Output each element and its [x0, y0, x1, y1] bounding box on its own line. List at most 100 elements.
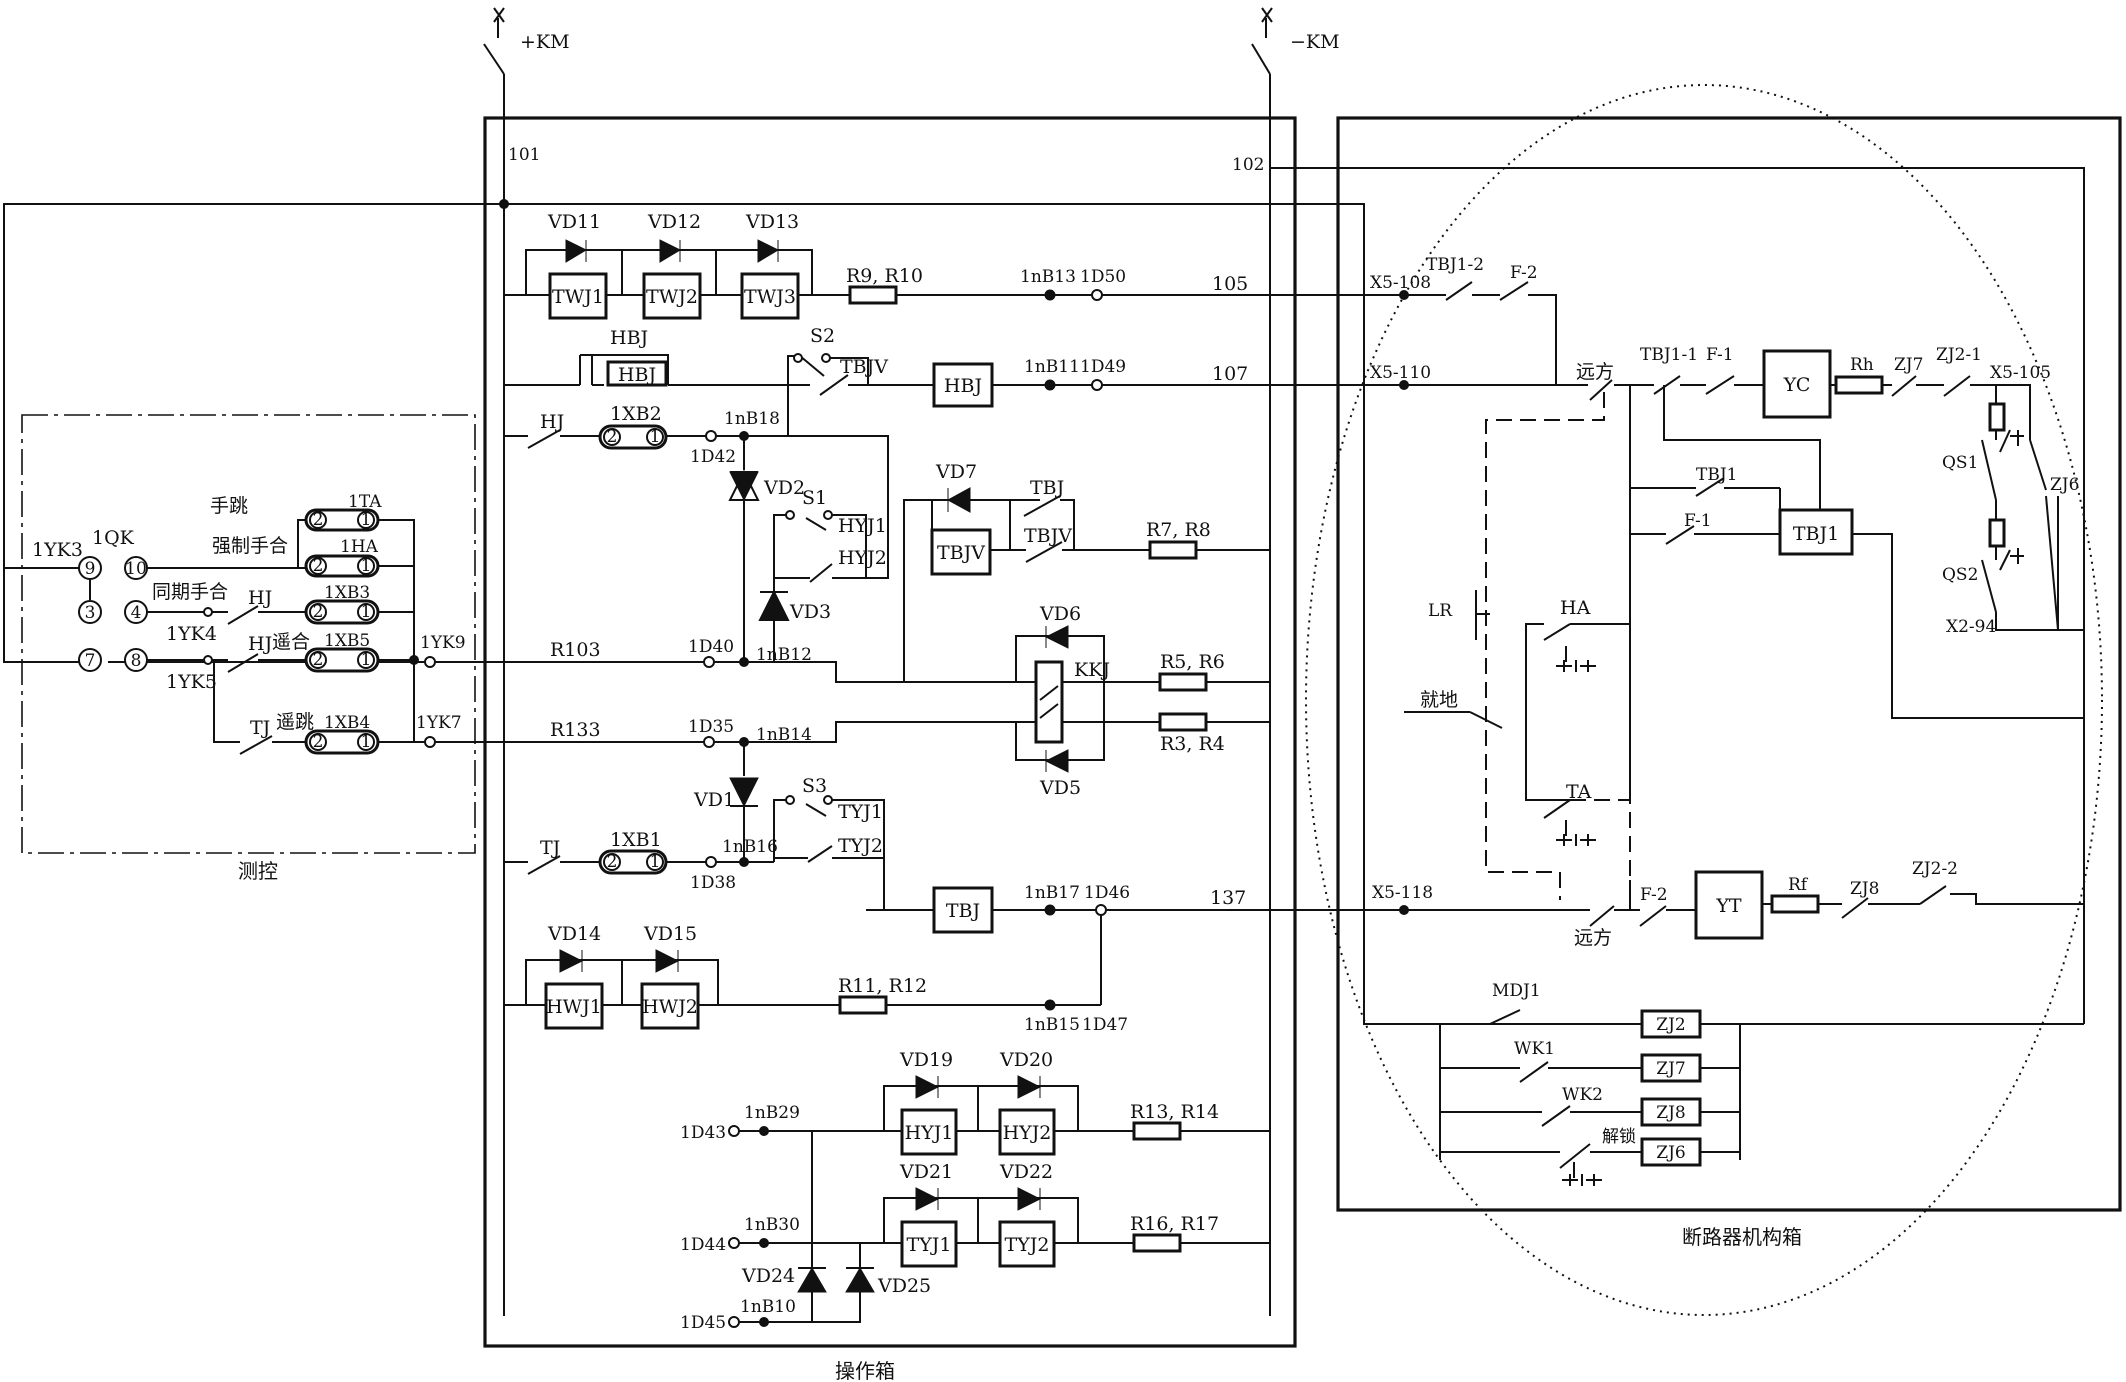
1nb16-label: 1nB16	[722, 837, 778, 857]
vd21-label: VD21	[899, 1161, 953, 1183]
ta-label: TA	[1566, 781, 1592, 803]
measure-panel-frame	[21, 414, 476, 854]
twj1-coil	[548, 272, 608, 320]
1yk5-label: 1YK5	[166, 671, 217, 693]
diode-vd14	[559, 949, 584, 973]
zj7-box-label: ZJ7	[1656, 1059, 1685, 1079]
tyj2-contact-label: TYJ2	[838, 835, 883, 857]
diode-vd11	[565, 239, 588, 263]
r5-r6-label: R5, R6	[1160, 651, 1225, 673]
svg-text:1: 1	[361, 602, 372, 622]
tyj1-box-label: TYJ1	[907, 1234, 952, 1256]
remote-trip-label: 遥跳	[276, 711, 314, 733]
tbj-contact-label: TBJ	[1030, 477, 1064, 499]
svg-text:8: 8	[131, 651, 142, 671]
terminal-1d50	[1091, 289, 1103, 301]
yc-label: YC	[1783, 374, 1811, 396]
terminal-1d42	[705, 430, 717, 442]
mechanism-dotted-ellipse	[1305, 84, 2103, 1316]
hbj-contact-label: HBJ	[610, 327, 648, 349]
r16-r17-label: R16, R17	[1130, 1213, 1219, 1235]
1nb10-label: 1nB10	[740, 1297, 796, 1317]
vd2-label: VD2	[763, 477, 805, 499]
resistor-r13-r14	[1132, 1121, 1182, 1141]
svg-text:1: 1	[361, 732, 372, 752]
zj8-box-label: ZJ8	[1656, 1103, 1685, 1123]
positive-bus-label: +KM	[520, 31, 570, 53]
r3-r4-label: R3, R4	[1160, 733, 1225, 755]
1xb5-label: 1XB5	[324, 631, 370, 651]
vd13-label: VD13	[745, 211, 799, 233]
lr-label: LR	[1428, 601, 1453, 621]
tj-remote-label: TJ	[250, 717, 270, 739]
tbjv-box-label: TBJV	[937, 542, 985, 564]
remote-close-label: 遥合	[272, 631, 310, 653]
wire-107-label: 107	[1212, 363, 1248, 385]
diode-vd20	[1017, 1075, 1042, 1099]
terminal-1nb15	[1044, 999, 1056, 1011]
remote-top-label: 远方	[1576, 361, 1614, 383]
diode-vd13	[757, 239, 780, 263]
zj2-box-label: ZJ2	[1656, 1015, 1685, 1035]
forced-close-label: 强制手合	[212, 535, 288, 557]
svg-text:3: 3	[85, 603, 96, 623]
terminal-1yk9	[424, 656, 436, 668]
f1-mid-label: F-1	[1684, 511, 1712, 531]
terminal-1d40	[703, 656, 715, 668]
f2-bottom-label: F-2	[1640, 885, 1668, 905]
tbj1-contact-label: TBJ1	[1696, 465, 1737, 485]
tbj1-box-label: TBJ1	[1793, 523, 1839, 545]
vd20-label: VD20	[999, 1049, 1053, 1071]
qs2-label: QS2	[1942, 565, 1978, 585]
yt-label: YT	[1715, 895, 1742, 917]
diode-vd21	[915, 1187, 940, 1211]
local-label: 就地	[1420, 689, 1458, 711]
vd7-label: VD7	[935, 461, 977, 483]
svg-text:9: 9	[85, 559, 96, 579]
tj-row-label: TJ	[540, 837, 560, 859]
svg-text:2: 2	[313, 732, 324, 752]
tyj1-coil	[900, 1220, 958, 1268]
vd1-label: VD1	[693, 789, 735, 811]
svg-text:2: 2	[607, 852, 618, 872]
positive-bus	[483, 7, 505, 1316]
hwj2-coil	[640, 982, 700, 1030]
diode-vd25	[845, 1267, 875, 1293]
svg-text:10: 10	[125, 559, 147, 579]
svg-text:2: 2	[607, 427, 618, 447]
1nb29-label: 1nB29	[744, 1103, 800, 1123]
resistor-r3-r4	[1158, 712, 1208, 732]
zj7-top-label: ZJ7	[1894, 355, 1923, 375]
measure-panel-label: 测控	[238, 859, 278, 883]
tbj1-2-label: TBJ1-2	[1426, 255, 1484, 275]
resistor-rf	[1770, 894, 1820, 914]
1d42-label: 1D42	[690, 447, 736, 467]
diode-vd3	[759, 590, 789, 621]
sync-close-label: 同期手合	[152, 581, 228, 603]
diode-vd2	[729, 471, 759, 502]
hwj1-coil	[544, 982, 604, 1030]
terminal-1d43	[728, 1125, 740, 1137]
twj2-label: TWJ2	[646, 286, 698, 308]
twj1-label: TWJ1	[552, 286, 604, 308]
terminal-1nb11	[1044, 379, 1056, 391]
terminal-1nb17	[1044, 904, 1056, 916]
operation-box-frame	[483, 116, 1297, 1348]
hyj2-box-label: HYJ2	[1003, 1122, 1052, 1144]
svg-text:2: 2	[313, 650, 324, 670]
hwj2-label: HWJ2	[642, 996, 698, 1018]
wire-105-label: 105	[1212, 273, 1248, 295]
rf-label: Rf	[1788, 875, 1809, 895]
rh-label: Rh	[1850, 355, 1874, 375]
vd24-label: VD24	[741, 1265, 795, 1287]
r9-r10-label: R9, R10	[846, 265, 923, 287]
terminal-1nb13	[1044, 289, 1056, 301]
1ta-label: 1TA	[348, 492, 382, 512]
yc-closing-coil	[1762, 349, 1832, 419]
zj2-2-label: ZJ2-2	[1912, 859, 1958, 879]
s1-label: S1	[802, 487, 827, 509]
1d50-label: 1D50	[1080, 267, 1126, 287]
svg-text:1: 1	[650, 852, 661, 872]
hyj1-box-label: HYJ1	[905, 1122, 954, 1144]
